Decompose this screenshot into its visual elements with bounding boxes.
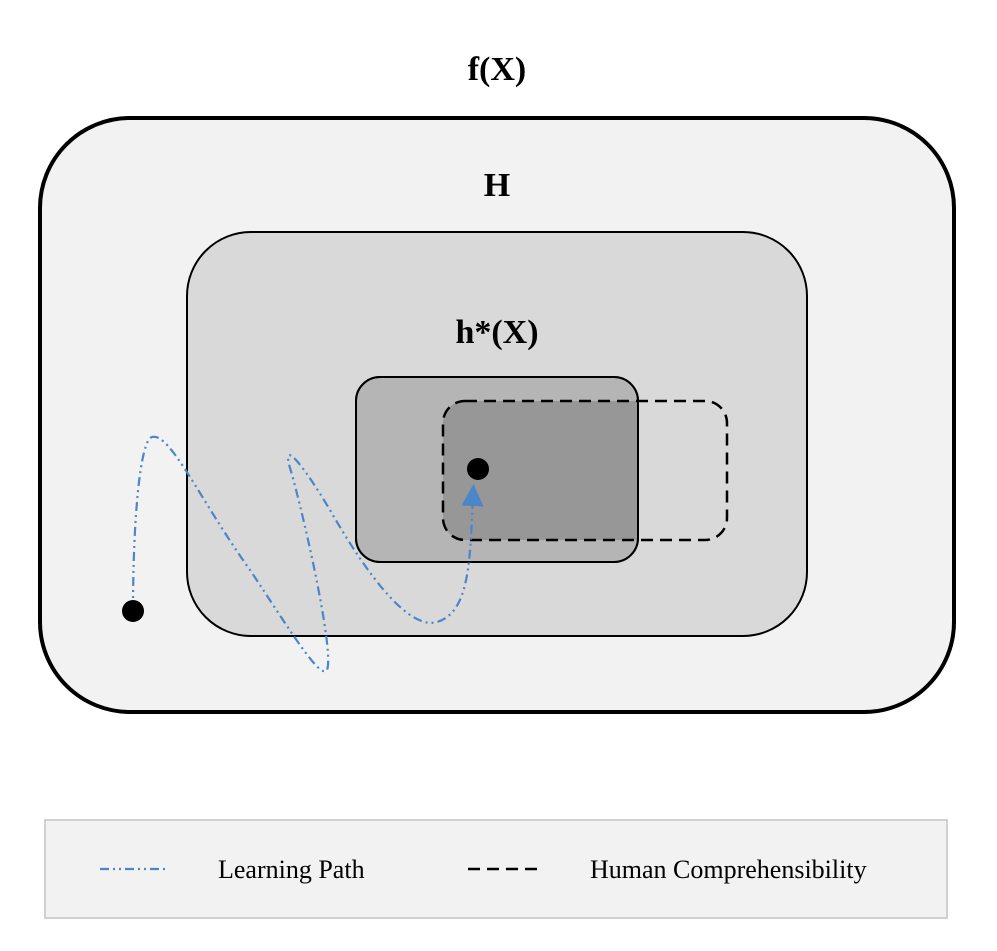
human-comprehensibility-legend-label: Human Comprehensibility (590, 855, 867, 884)
h-star-label: h*(X) (455, 314, 538, 351)
overlap-region (443, 401, 638, 540)
learning-path-curve (131, 435, 484, 673)
human-comprehensibility-region (441, 399, 729, 542)
start-point (122, 600, 144, 622)
f-of-x-label: f(X) (468, 51, 527, 88)
hypothesis-space-label: H (484, 167, 510, 204)
learning-path-legend-label: Learning Path (218, 855, 365, 884)
end-point (467, 458, 489, 480)
optimal-hypothesis-border (355, 376, 639, 563)
